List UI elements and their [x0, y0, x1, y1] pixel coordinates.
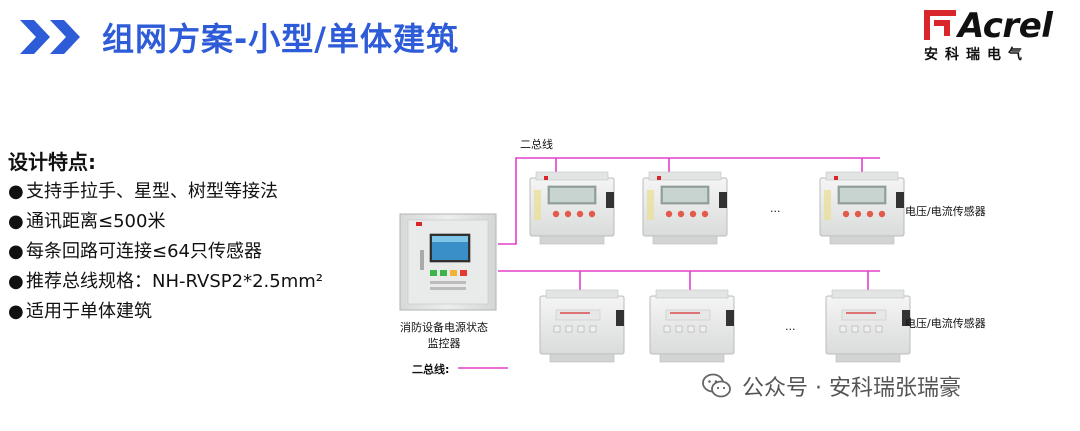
sensor-module: [529, 171, 615, 245]
bullet-icon: ●: [8, 181, 24, 202]
sensor-module: [649, 289, 735, 363]
controller-caption: 消防设备电源状态 监控器: [400, 321, 488, 350]
feature-item: ●支持手拉手、星型、树型等接法: [8, 177, 378, 207]
wechat-icon: [702, 373, 731, 398]
sensor-module: [819, 171, 905, 245]
bullet-icon: ●: [8, 271, 24, 292]
bullet-icon: ●: [8, 301, 24, 322]
logo-subtitle: 安科瑞电气: [924, 47, 1029, 63]
bus-label-top: 二总线: [520, 138, 553, 151]
sensor-module: [539, 289, 625, 363]
sensor-module: [642, 171, 728, 245]
acrel-logo-icon: [924, 10, 956, 40]
sensor-module: [825, 289, 911, 363]
bullet-icon: ●: [8, 241, 24, 262]
feature-item: ●每条回路可连接≤64只传感器: [8, 237, 378, 267]
bus-lines: [458, 157, 880, 369]
feature-item: ●推荐总线规格：NH-RVSP2*2.5mm²: [8, 267, 378, 297]
watermark: 公众号 · 安科瑞张瑞豪: [702, 370, 961, 402]
watermark-text: 公众号 · 安科瑞张瑞豪: [742, 376, 961, 401]
sensor-label: 电压/电流传感器: [905, 317, 986, 330]
monitor-cabinet: [399, 213, 497, 311]
feature-item: ●适用于单体建筑: [8, 297, 378, 327]
feature-item: ●通讯距离≤500米: [8, 207, 378, 237]
ellipsis: ...: [785, 320, 796, 333]
features-title: 设计特点:: [8, 150, 96, 174]
logo-text: Acrel: [958, 6, 1053, 46]
bus-line-top: [498, 157, 880, 245]
sensor-label: 电压/电流传感器: [905, 205, 986, 218]
ellipsis: ...: [770, 202, 781, 215]
page-title: 组网方案-小型/单体建筑: [102, 20, 459, 58]
legend-label: 二总线:: [412, 363, 450, 376]
design-features: 设计特点: ●支持手拉手、星型、树型等接法 ●通讯距离≤500米 ●每条回路可连…: [8, 146, 378, 327]
chevron-double-right-icon: [20, 20, 80, 54]
bullet-icon: ●: [8, 211, 24, 232]
acrel-logo: Acrel 安科瑞电气: [920, 6, 1070, 64]
